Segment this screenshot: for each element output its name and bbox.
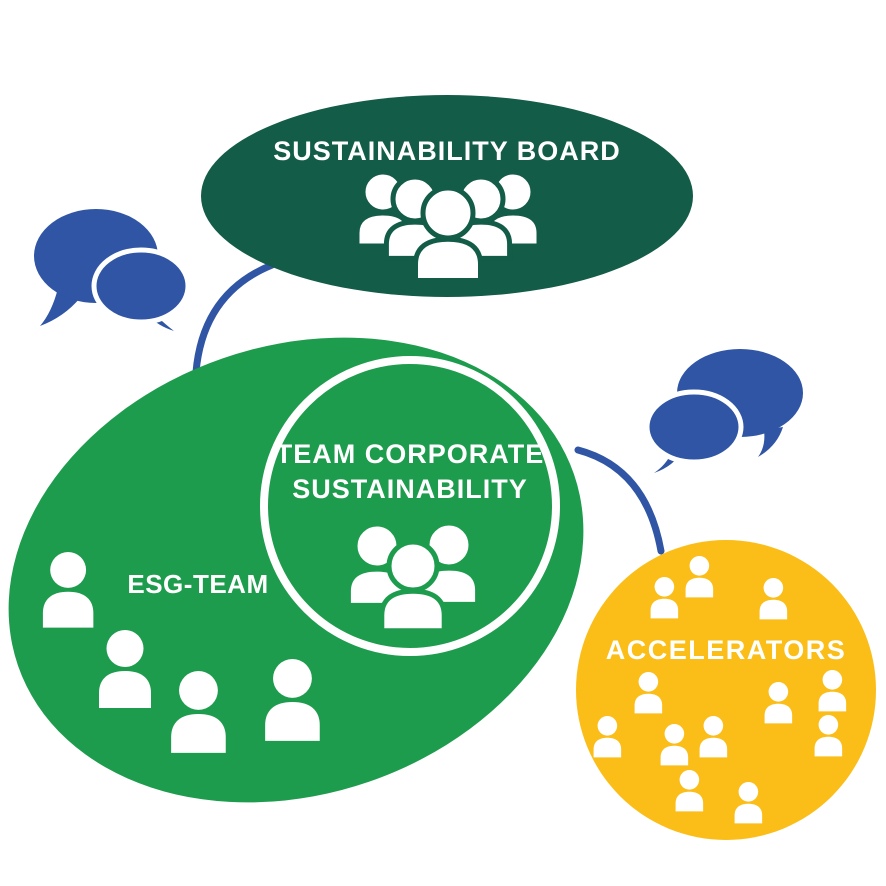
speech-bubbles-icon-upper-left bbox=[34, 209, 191, 331]
esg-team-label: ESG-TEAM bbox=[127, 569, 269, 599]
tcs-label-line1: TEAM CORPORATE bbox=[275, 439, 545, 469]
sustainability-board-label: SUSTAINABILITY BOARD bbox=[273, 136, 621, 166]
speech-bubbles-icon-middle-right bbox=[644, 349, 803, 473]
people-group-5-icon bbox=[354, 169, 542, 283]
tcs-label-line2: SUSTAINABILITY bbox=[292, 474, 528, 504]
connector-esg-accelerators bbox=[574, 446, 665, 555]
accelerators-circle bbox=[576, 540, 876, 840]
accelerators-label: ACCELERATORS bbox=[605, 635, 847, 665]
people-group-3-icon bbox=[345, 520, 481, 634]
team-corporate-sustainability-circle bbox=[260, 356, 560, 656]
team-corporate-sustainability-label: TEAM CORPORATE SUSTAINABILITY bbox=[260, 437, 560, 507]
